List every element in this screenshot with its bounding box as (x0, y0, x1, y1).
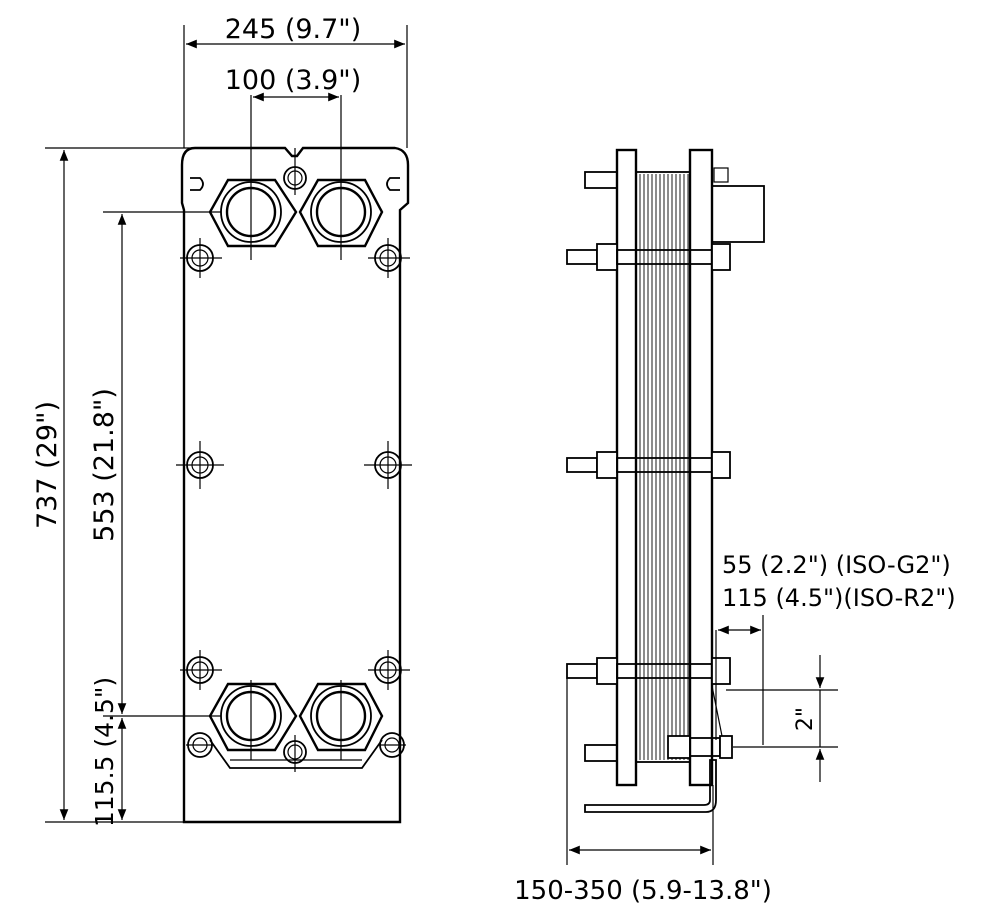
overall-width-label: 245 (9.7") (225, 14, 362, 45)
frame-plate (180, 146, 410, 824)
fixed-frame-plate (615, 148, 638, 787)
connection-iso-g2-label: 55 (2.2") (ISO-G2") (722, 551, 951, 579)
top-center-bolt (283, 148, 307, 195)
base-foot (584, 759, 717, 813)
port-spacing-label: 100 (3.9") (225, 65, 362, 96)
bottom-offset-label: 115.5 (4.5") (90, 677, 119, 827)
front-view: 245 (9.7") 100 (3.9") 737 (29") 553 (21.… (32, 14, 412, 827)
plate-pack (635, 171, 691, 763)
bolt-bottom-left (186, 732, 214, 758)
port-vertical-label: 553 (21.8") (89, 388, 120, 542)
bolt-upper-left (180, 238, 222, 278)
left-ear-slot (190, 177, 204, 191)
overall-height-label: 737 (29") (32, 401, 63, 529)
tie-bolt-middle (566, 451, 731, 479)
bolt-lower-right (368, 650, 410, 690)
frame-length-label: 150-350 (5.9-13.8") (514, 876, 772, 906)
side-bottom-connection (667, 685, 733, 759)
top-bolt-stub (584, 171, 618, 189)
bottom-left-port (208, 682, 298, 752)
bottom-bolt-stub (584, 744, 618, 762)
bottom-bracket (209, 739, 383, 769)
right-ear-slot (386, 177, 400, 191)
bolt-middle-left (176, 441, 224, 489)
connection-iso-r2-label: 115 (4.5")(ISO-R2") (722, 584, 956, 612)
tie-bolt-upper (566, 243, 731, 271)
bolt-bottom-center (283, 735, 307, 772)
bolt-lower-left (180, 650, 222, 690)
bolt-middle-right (364, 441, 412, 489)
connection-size-label: 2" (793, 707, 818, 731)
bolt-upper-right (368, 238, 410, 278)
bolt-bottom-right (378, 732, 406, 758)
side-view: 55 (2.2") (ISO-G2") 115 (4.5")(ISO-R2") … (514, 148, 956, 906)
plate-pack-lines (639, 174, 689, 760)
top-left-port (208, 178, 298, 248)
top-block (711, 185, 765, 243)
pressure-plate (688, 148, 714, 787)
